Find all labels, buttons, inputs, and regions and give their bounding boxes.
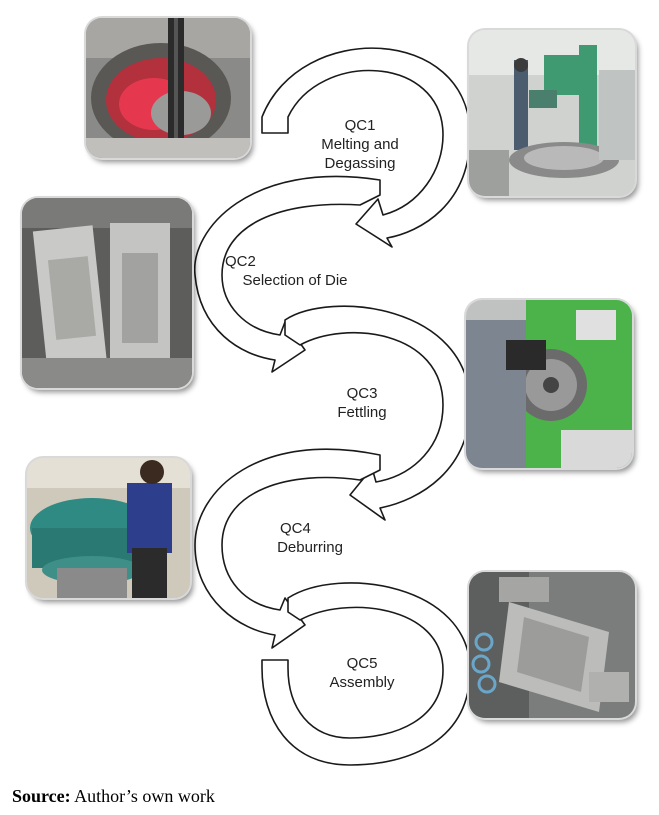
caption-label: Source: bbox=[12, 786, 71, 806]
step-title: Degassing bbox=[324, 155, 396, 172]
arrow-qc3 bbox=[284, 305, 471, 521]
step-title: Melting and bbox=[321, 136, 399, 153]
caption-text: Author’s own work bbox=[70, 786, 215, 806]
arrow-qc2 bbox=[193, 175, 381, 373]
step-code: QC2 bbox=[225, 253, 256, 270]
source-caption: Source: Author’s own work bbox=[12, 786, 215, 807]
photo-melting-furnace bbox=[86, 18, 250, 158]
step-qc4: QC4 Deburring bbox=[260, 519, 360, 557]
step-title: Deburring bbox=[277, 539, 343, 556]
step-code: QC5 bbox=[346, 655, 378, 672]
step-code: QC3 bbox=[346, 385, 378, 402]
arrow-qc4 bbox=[194, 448, 381, 649]
step-qc2: QC2 Selection of Die bbox=[225, 252, 365, 290]
step-title: Fettling bbox=[337, 404, 387, 421]
arrow-qc1 bbox=[261, 47, 471, 248]
step-title: Selection of Die bbox=[242, 272, 348, 289]
step-qc1: QC1 Melting and Degassing bbox=[305, 116, 415, 173]
step-qc5: QC5 Assembly bbox=[312, 654, 412, 692]
photo-factory-floor bbox=[469, 30, 635, 196]
step-qc3: QC3 Fettling bbox=[312, 384, 412, 422]
step-title: Assembly bbox=[329, 674, 395, 691]
photo-deburring-machine bbox=[27, 458, 190, 598]
photo-fettling-machine bbox=[466, 300, 632, 468]
step-code: QC1 bbox=[344, 117, 376, 134]
arrow-qc5 bbox=[261, 582, 471, 766]
photo-die-mould bbox=[22, 198, 192, 388]
photo-assembly-parts bbox=[469, 572, 635, 718]
step-code: QC4 bbox=[280, 520, 311, 537]
